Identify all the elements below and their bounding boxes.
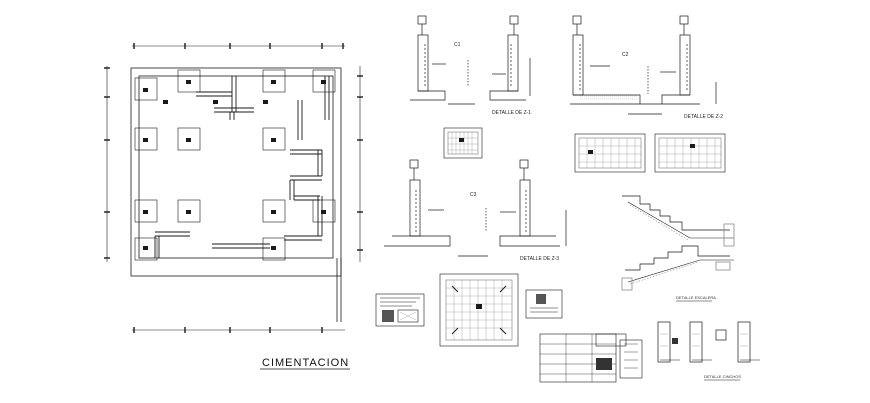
- perimeter-footing-outer: [130, 67, 342, 277]
- bottom-dimension-ticks: [133, 327, 323, 333]
- c1-heading: C1: [454, 42, 461, 48]
- c2-heading: C2: [622, 52, 629, 58]
- foundation-plan: CIMENTACION: [104, 43, 363, 370]
- plan-title: CIMENTACION: [262, 357, 349, 369]
- c3-caption: DETALLE DE Z-3: [520, 256, 559, 262]
- cinchos-caption: DETALLE CINCHOS: [704, 374, 741, 379]
- section-c2: C2 DETALLE DE Z-2: [570, 15, 723, 120]
- right-dimension-ticks: [357, 75, 363, 251]
- section-c3: C3 DETALLE DE Z-3: [384, 159, 567, 262]
- columns: [143, 80, 326, 250]
- footing-pads: [134, 69, 336, 261]
- c2-plan-details: [574, 133, 726, 173]
- column-detail-small: [525, 289, 563, 319]
- c3-plan-detail: [439, 273, 519, 347]
- c2-caption: DETALLE DE Z-2: [684, 114, 723, 120]
- left-dimension-ticks: [104, 67, 110, 259]
- interior-wall-footings: [154, 76, 330, 258]
- cinchos-detail: DETALLE CINCHOS: [657, 321, 760, 381]
- top-dimension-ticks: [133, 43, 344, 49]
- c3-heading: C3: [470, 192, 477, 198]
- stair-caption: DETALLE ESCALERA: [676, 295, 716, 300]
- stair-detail: DETALLE ESCALERA: [621, 195, 735, 302]
- legend-block: [375, 293, 425, 327]
- c1-plan-detail: [443, 127, 483, 159]
- title-block: [539, 333, 643, 383]
- c1-caption: DETALLE DE Z-1: [492, 110, 531, 116]
- section-c1: C1 DETALLE DE Z-1: [410, 15, 531, 116]
